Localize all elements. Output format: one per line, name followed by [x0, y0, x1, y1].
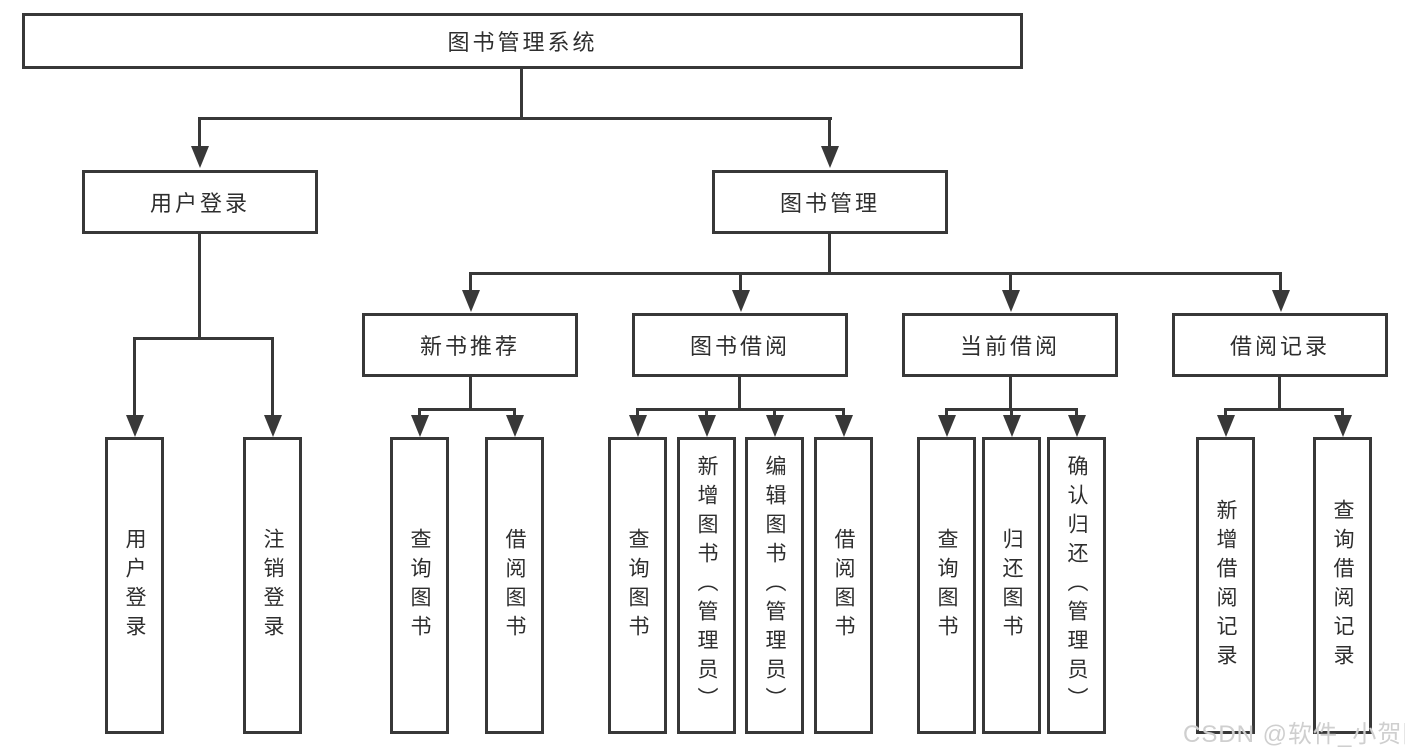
arrow-to-query-book-borrow	[636, 408, 639, 417]
arrow-to-borrow-book	[842, 408, 845, 417]
leaf-borrow-book-recommend-label: 借阅图书	[503, 527, 526, 644]
arrow-to-confirm-return-admin	[1075, 408, 1078, 417]
leaf-query-book-recommend-label: 查询图书	[408, 527, 431, 644]
node-book-management-label: 图书管理	[779, 191, 880, 216]
arrow-to-borrow-book-recommend	[513, 408, 516, 417]
connector-book-management-down	[828, 234, 831, 275]
leaf-query-book-borrow: 查询图书	[608, 437, 667, 734]
leaf-add-borrow-record-label: 新增借阅记录	[1214, 498, 1237, 673]
node-current-borrow: 当前借阅	[902, 313, 1118, 377]
leaf-add-book-admin-label: 新增图书（管理员）	[695, 455, 718, 716]
connector-current-borrow-down	[1009, 377, 1012, 411]
leaf-edit-book-admin-label: 编辑图书（管理员）	[763, 455, 786, 716]
connector-borrow-record-rail	[1224, 408, 1344, 411]
connector-book-borrow-down	[738, 377, 741, 411]
arrow-to-query-book-current	[945, 408, 948, 417]
node-new-book-recommend-label: 新书推荐	[419, 334, 520, 359]
arrow-to-return-book	[1010, 408, 1013, 417]
leaf-logout-action: 注销登录	[243, 437, 302, 734]
arrow-to-user-login	[198, 117, 201, 148]
leaf-user-login-action-label: 用户登录	[123, 527, 146, 644]
arrow-to-book-management	[828, 117, 831, 148]
connector-root-down	[520, 69, 523, 118]
leaf-borrow-book-label: 借阅图书	[832, 527, 855, 644]
leaf-confirm-return-admin: 确认归还（管理员）	[1047, 437, 1106, 734]
connector-level3-rail	[469, 272, 1282, 275]
leaf-query-borrow-record-label: 查询借阅记录	[1331, 498, 1354, 673]
node-user-login-label: 用户登录	[149, 191, 250, 216]
leaf-return-book: 归还图书	[982, 437, 1041, 734]
connector-new-book-recommend-rail	[418, 408, 516, 411]
leaf-query-book-borrow-label: 查询图书	[626, 527, 649, 644]
leaf-edit-book-admin: 编辑图书（管理员）	[745, 437, 804, 734]
leaf-query-borrow-record: 查询借阅记录	[1313, 437, 1372, 734]
leaf-add-book-admin: 新增图书（管理员）	[677, 437, 736, 734]
leaf-borrow-book: 借阅图书	[814, 437, 873, 734]
arrow-to-add-borrow-record	[1224, 408, 1227, 417]
arrow-to-query-book-recommend	[418, 408, 421, 417]
connector-new-book-recommend-down	[469, 377, 472, 411]
node-book-borrow-label: 图书借阅	[689, 334, 790, 359]
connector-user-login-rail	[133, 337, 274, 340]
leaf-borrow-book-recommend: 借阅图书	[485, 437, 544, 734]
leaf-query-book-current: 查询图书	[917, 437, 976, 734]
node-borrow-record: 借阅记录	[1172, 313, 1388, 377]
leaf-logout-action-label: 注销登录	[261, 527, 284, 644]
arrow-to-edit-book-admin	[773, 408, 776, 417]
arrow-to-new-book-recommend	[469, 272, 472, 292]
connector-borrow-record-down	[1278, 377, 1281, 411]
leaf-query-book-recommend: 查询图书	[390, 437, 449, 734]
leaf-return-book-label: 归还图书	[1000, 527, 1023, 644]
leaf-user-login-action: 用户登录	[105, 437, 164, 734]
connector-user-login-down	[198, 234, 201, 340]
arrow-to-query-borrow-record	[1341, 408, 1344, 417]
leaf-query-book-current-label: 查询图书	[935, 527, 958, 644]
node-borrow-record-label: 借阅记录	[1229, 334, 1330, 359]
node-book-management: 图书管理	[712, 170, 948, 234]
node-current-borrow-label: 当前借阅	[959, 334, 1060, 359]
node-user-login: 用户登录	[82, 170, 318, 234]
csdn-watermark: CSDN @软件_小贺同学	[1183, 721, 1405, 747]
arrow-to-add-book-admin	[705, 408, 708, 417]
connector-book-borrow-rail	[636, 408, 845, 411]
connector-level2-rail	[198, 117, 832, 120]
arrow-to-borrow-record	[1279, 272, 1282, 292]
node-book-borrow: 图书借阅	[632, 313, 848, 377]
arrow-to-user-login-action	[133, 337, 136, 417]
leaf-add-borrow-record: 新增借阅记录	[1196, 437, 1255, 734]
arrow-to-current-borrow	[1009, 272, 1012, 292]
arrow-to-book-borrow	[739, 272, 742, 292]
arrow-to-logout-action	[271, 337, 274, 417]
node-root-label: 图书管理系统	[447, 30, 598, 55]
leaf-confirm-return-admin-label: 确认归还（管理员）	[1065, 455, 1088, 716]
node-new-book-recommend: 新书推荐	[362, 313, 578, 377]
node-root: 图书管理系统	[22, 13, 1023, 69]
